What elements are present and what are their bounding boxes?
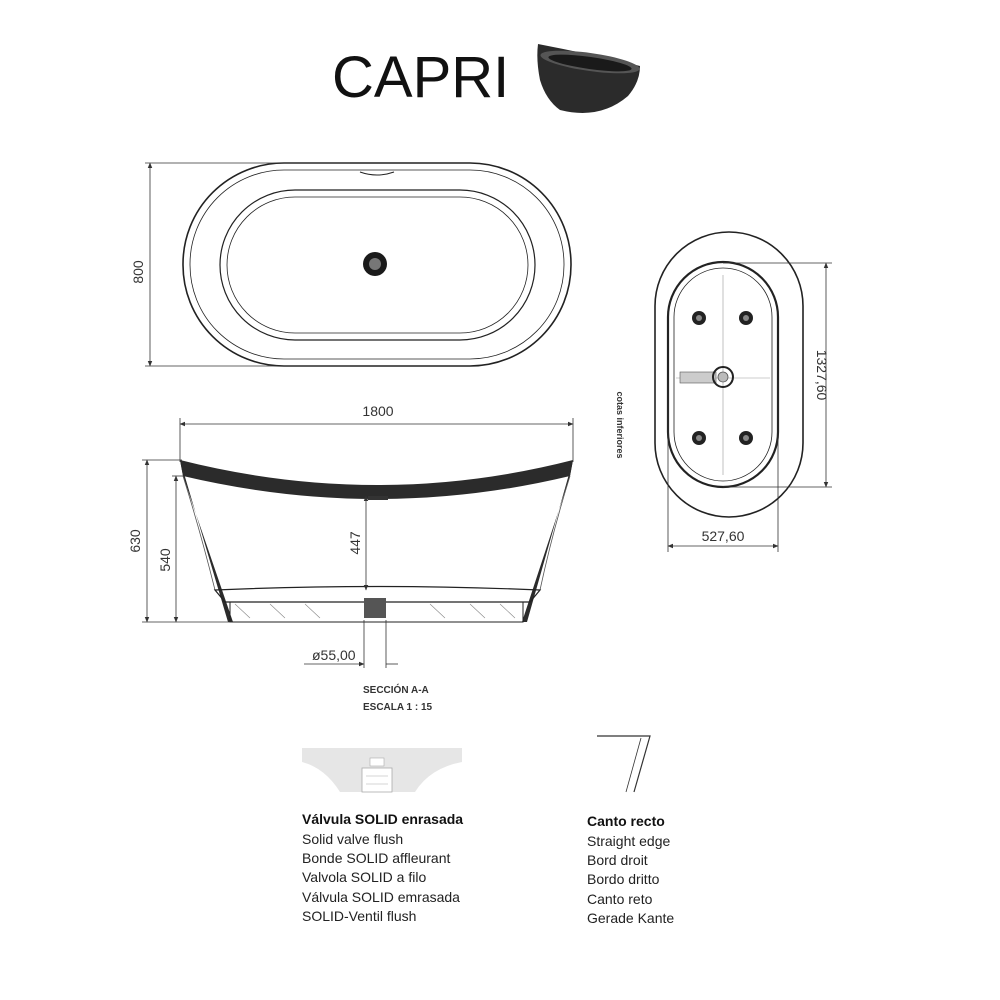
bottom-view <box>654 231 804 518</box>
legend-edge-item: Straight edge <box>587 833 670 849</box>
dim-line-1800 <box>179 418 574 462</box>
dim-527-label: 527,60 <box>702 528 745 544</box>
legend-edge-item: Canto reto <box>587 891 653 907</box>
legend-valve: Válvula SOLID enrasada Solid valve flush… <box>302 811 463 924</box>
bathtub-thumbnail <box>537 44 640 113</box>
bottom-view-feet <box>692 311 753 445</box>
dim-630-label: 630 <box>127 529 143 553</box>
section-scale: ESCALA 1 : 15 <box>363 702 433 713</box>
side-section-view <box>180 460 573 623</box>
legend-edge-item: Bord droit <box>587 852 648 868</box>
dim-lines-heights <box>142 459 369 623</box>
legend-edge: Canto recto Straight edge Bord droit Bor… <box>587 813 674 926</box>
drain-top-view <box>363 252 387 276</box>
legend-valve-item: Valvola SOLID a filo <box>302 869 426 885</box>
product-title: CAPRI <box>332 45 509 110</box>
legend-valve-item: SOLID-Ventil flush <box>302 908 416 924</box>
legend-edge-item: Gerade Kante <box>587 910 674 926</box>
dim-1800-label: 1800 <box>362 403 393 419</box>
dim-drain-label: ø55,00 <box>312 647 356 663</box>
top-view <box>182 162 572 367</box>
edge-detail-drawing <box>597 735 651 793</box>
legend-valve-item: Válvula SOLID emrasada <box>302 889 460 905</box>
legend-valve-item: Bonde SOLID affleurant <box>302 850 451 866</box>
bottom-dims-note: cotas inferiores <box>615 391 625 458</box>
dim-line-1327 <box>723 262 832 488</box>
dim-800-label: 800 <box>130 260 146 284</box>
valve-detail-drawing <box>302 748 462 793</box>
legend-valve-heading: Válvula SOLID enrasada <box>302 811 463 827</box>
legend-edge-item: Bordo dritto <box>587 871 660 887</box>
dim-447-label: 447 <box>347 531 363 555</box>
dim-1327-label: 1327,60 <box>814 350 830 401</box>
dim-line-drain <box>304 620 398 668</box>
dim-line-800 <box>145 162 350 367</box>
legend-valve-item: Solid valve flush <box>302 831 403 847</box>
dim-540-label: 540 <box>157 548 173 572</box>
dim-line-527 <box>667 380 779 552</box>
legend-edge-heading: Canto recto <box>587 813 665 829</box>
section-label: SECCIÓN A-A <box>363 683 429 696</box>
